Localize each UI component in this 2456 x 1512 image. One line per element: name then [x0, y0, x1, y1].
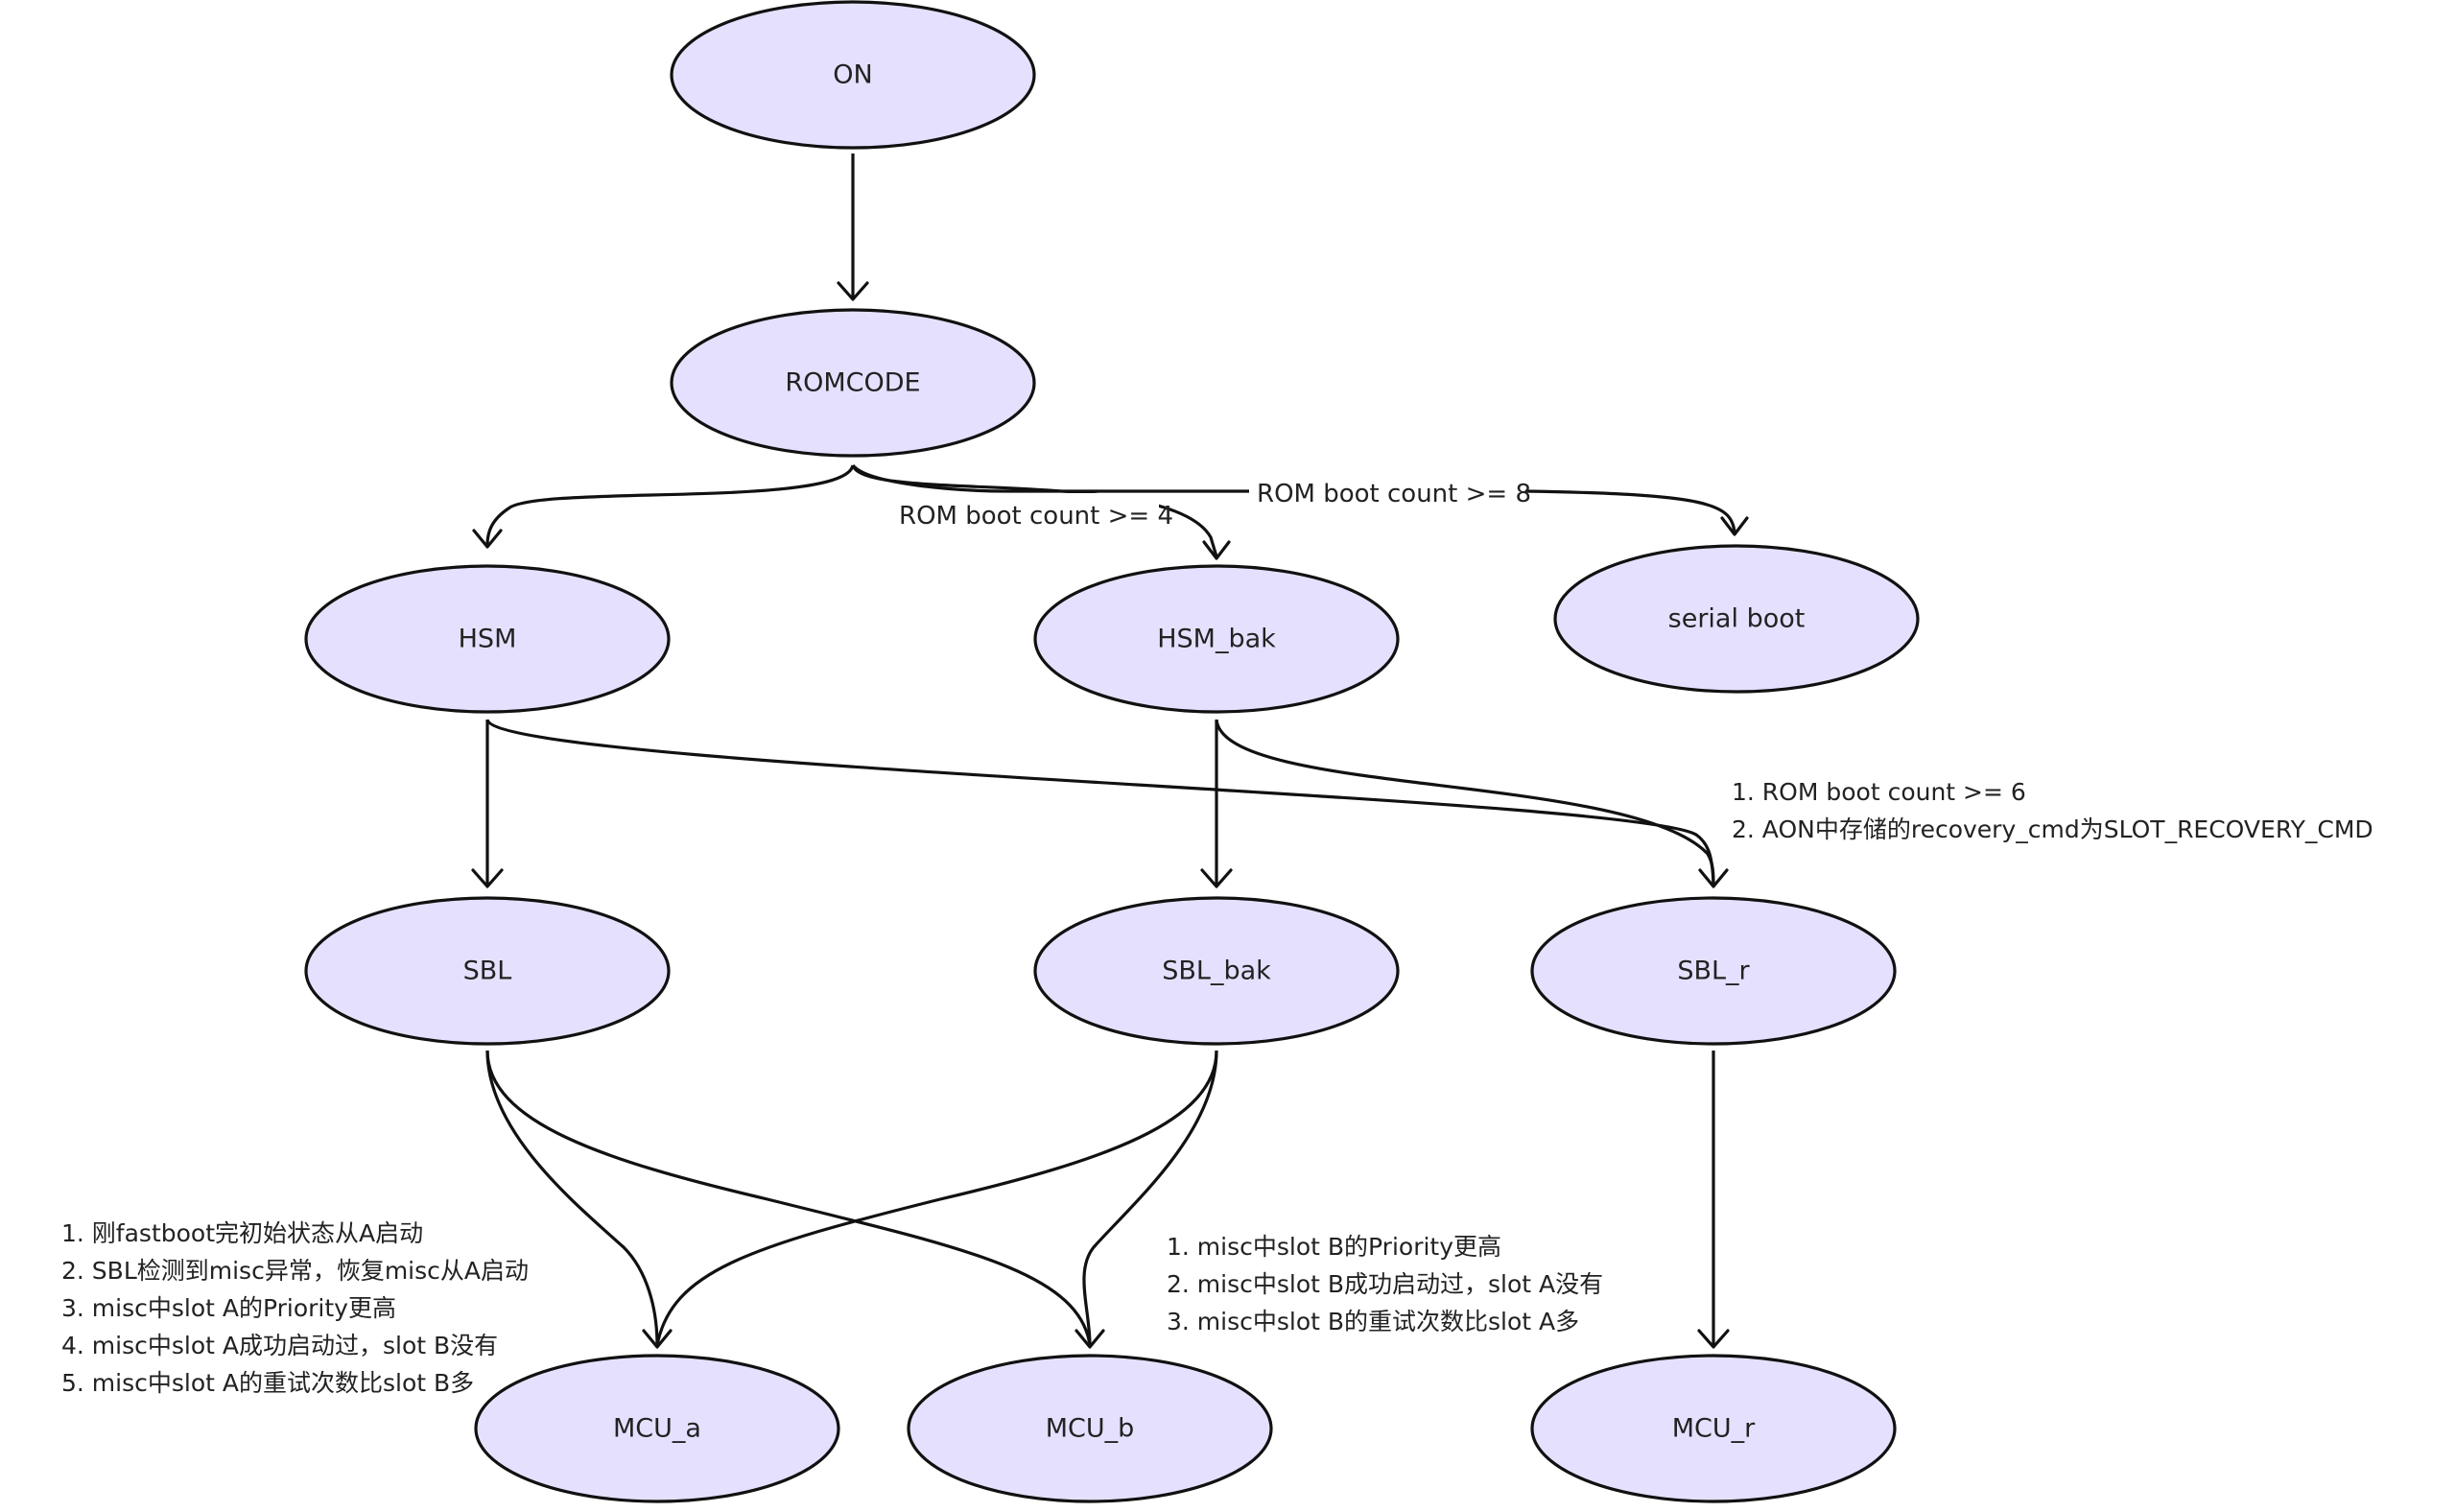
node-sbl: SBL: [304, 896, 671, 1046]
node-label: MCU_r: [1672, 1414, 1756, 1444]
arrowhead: [642, 1329, 673, 1349]
edge-label-rom-boot-count-4: ROM boot count >= 4: [890, 493, 1173, 539]
note-line: 3. misc中slot B的重试次数比slot A多: [1167, 1308, 1580, 1335]
node-mcu-b: MCU_b: [907, 1354, 1273, 1503]
edge-sbl-mcu-a: [485, 1050, 659, 1346]
node-label: SBL_r: [1677, 957, 1750, 986]
node-on: ON: [670, 0, 1036, 150]
node-label: HSM_bak: [1157, 625, 1276, 654]
note-line: 1. ROM boot count >= 6: [1732, 778, 2026, 806]
edge-romcode-serial-boot: [851, 463, 1736, 533]
arrowhead: [471, 868, 504, 888]
edge-label-rom-boot-count-8: ROM boot count >= 8: [1249, 472, 1531, 516]
note-line: 4. misc中slot A成功启动过，slot B没有: [61, 1332, 499, 1359]
arrowhead: [1200, 868, 1233, 888]
note-line: 1. misc中slot B的Priority更高: [1167, 1233, 1502, 1261]
node-serial-boot: serial boot: [1553, 544, 1920, 694]
node-label: ROMCODE: [785, 368, 920, 398]
note-line: 3. misc中slot A的Priority更高: [61, 1294, 396, 1322]
note-line: 2. AON中存储的recovery_cmd为SLOT_RECOVERY_CMD: [1732, 815, 2373, 843]
edge-label-text: ROM boot count >= 4: [899, 502, 1173, 531]
note-line: 2. misc中slot B成功启动过，slot A没有: [1167, 1270, 1604, 1298]
node-label: HSM: [459, 625, 517, 654]
arrowhead: [472, 529, 503, 549]
node-sbl-bak: SBL_bak: [1033, 896, 1400, 1046]
note-line: 1. 刚fastboot完初始状态从A启动: [61, 1219, 424, 1247]
node-label: MCU_b: [1046, 1414, 1135, 1444]
node-sbl-r: SBL_r: [1530, 896, 1897, 1046]
node-hsm-bak: HSM_bak: [1033, 564, 1400, 714]
node-mcu-r: MCU_r: [1530, 1354, 1897, 1503]
node-label: MCU_a: [613, 1414, 701, 1444]
node-label: serial boot: [1668, 604, 1806, 634]
node-romcode: ROMCODE: [670, 308, 1036, 458]
arrowhead: [1202, 540, 1231, 560]
note-sbl-r-conditions: 1. ROM boot count >= 6 2. AON中存储的recover…: [1732, 773, 2373, 848]
arrowhead: [1698, 868, 1729, 888]
note-mcu-a-conditions: 1. 刚fastboot完初始状态从A启动 2. SBL检测到misc异常，恢复…: [61, 1215, 529, 1402]
edge-label-text: ROM boot count >= 8: [1257, 480, 1531, 508]
node-hsm: HSM: [304, 564, 671, 714]
edge-sbl-mcu-b: [485, 1050, 1092, 1346]
arrowhead: [1697, 1329, 1730, 1349]
arrowhead: [1720, 516, 1749, 536]
node-label: SBL: [463, 957, 512, 986]
edge-hsm-bak-sbl-r: [1215, 719, 1715, 886]
note-line: 5. misc中slot A的重试次数比slot B多: [61, 1369, 475, 1397]
arrowhead: [837, 281, 869, 301]
edges: [471, 154, 1749, 1349]
note-mcu-b-conditions: 1. misc中slot B的Priority更高 2. misc中slot B…: [1167, 1228, 1603, 1340]
edge-sbl-bak-mcu-a: [655, 1050, 1218, 1346]
node-label: ON: [833, 60, 872, 90]
edge-hsm-sbl-r: [485, 719, 1715, 886]
node-mcu-a: MCU_a: [474, 1354, 840, 1503]
edge-romcode-hsm: [485, 464, 855, 546]
node-label: SBL_bak: [1162, 957, 1271, 986]
edge-sbl-bak-mcu-b: [1082, 1050, 1218, 1346]
arrowhead: [1074, 1329, 1105, 1349]
note-line: 2. SBL检测到misc异常，恢复misc从A启动: [61, 1257, 529, 1285]
